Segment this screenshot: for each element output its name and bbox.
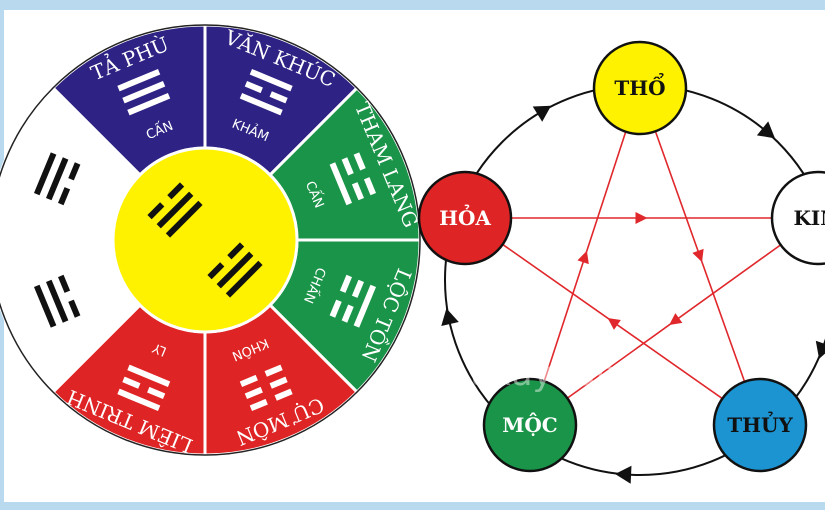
trigram-khon-5: [239, 364, 293, 412]
cycle-arrow-tho-kim: [756, 121, 775, 139]
element-node-tho: THỔ: [592, 40, 688, 136]
trigram-kham-2: [239, 68, 293, 116]
element-circle-thuy: [712, 377, 808, 473]
frame-bottom: [0, 502, 825, 510]
element-label-kim: KIM: [794, 206, 825, 230]
trigram-label-ly: LY: [151, 339, 169, 358]
cycle-arrow-kim-thuy: [815, 340, 825, 359]
center-trigram-top: [147, 182, 203, 238]
element-circle-moc: [482, 377, 578, 473]
control-arrow-tho-thuy: [692, 248, 704, 263]
five-elements-cycle: THỔ KIM THỦY MỘC HỎA: [417, 40, 825, 484]
control-arrow-moc-tho: [577, 250, 589, 265]
element-label-tho: THỔ: [614, 71, 665, 100]
element-node-moc: MỘC: [482, 377, 578, 473]
element-circle-kim: [770, 170, 825, 266]
trigram-can-1: [117, 68, 171, 116]
element-circle-tho: [592, 40, 688, 136]
element-label-moc: MỘC: [502, 411, 557, 437]
control-arrow-kim-moc: [669, 313, 683, 326]
cycle-arrow-moc-hoa: [441, 308, 459, 327]
frame-top: [0, 0, 825, 10]
cycle-arrow-hoa-tho: [532, 105, 552, 122]
trigram-doai-8: [33, 152, 81, 206]
element-node-thuy: THỦY: [712, 377, 808, 473]
trigram-ly-6: [117, 364, 171, 412]
wheel-rim: [0, 24, 421, 456]
control-arrow-hoa-kim: [635, 212, 648, 224]
trigram-chan-4: [329, 274, 377, 328]
control-arrow-thuy-hoa: [607, 318, 621, 330]
trigram-can-3: [329, 152, 377, 206]
element-circle-hoa: [417, 170, 513, 266]
center-trigram-bottom: [207, 242, 263, 298]
element-label-hoa: HỎA: [439, 202, 491, 230]
element-label-thuy: THỦY: [727, 409, 793, 437]
element-node-hoa: HỎA: [417, 170, 513, 266]
cycle-arrow-thuy-moc: [615, 465, 632, 484]
trigram-ton-7: [33, 274, 81, 328]
watermark: uxaydung: [470, 354, 639, 394]
element-node-kim: KIM: [770, 170, 825, 266]
wheel-center: [111, 146, 299, 334]
